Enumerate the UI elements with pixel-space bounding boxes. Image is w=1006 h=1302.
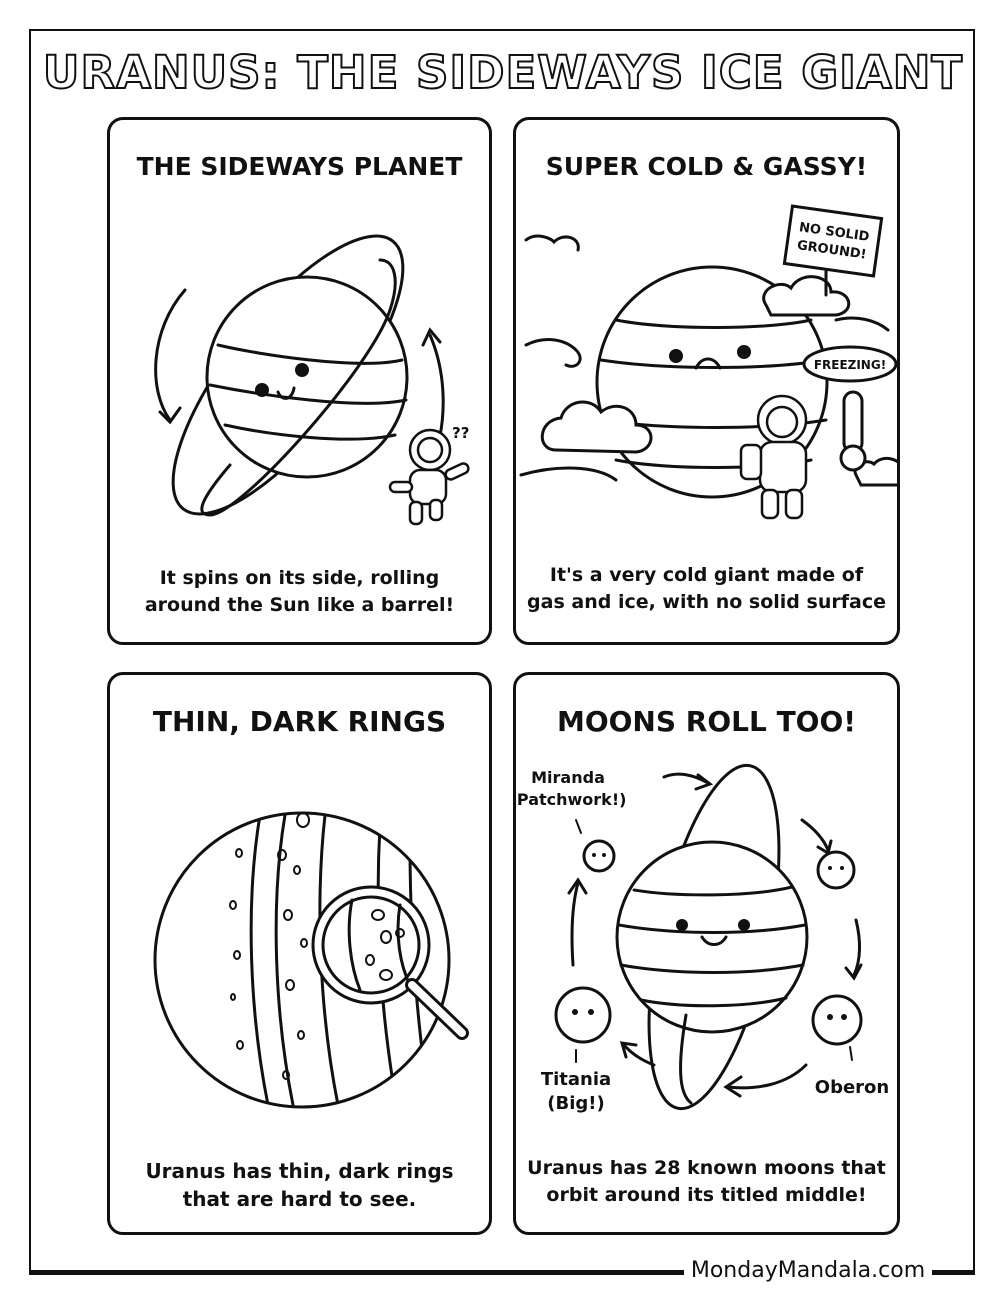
- cloud: [524, 234, 580, 252]
- wind-swirl: [519, 466, 618, 482]
- orbit-arrowhead: [567, 877, 588, 895]
- orbit-arrowhead: [816, 839, 833, 856]
- planet-band: [216, 343, 404, 365]
- planet-ring-front: [679, 1013, 693, 1105]
- caption-line: gas and ice, with no solid surface: [527, 591, 886, 613]
- planet-band: [223, 423, 397, 441]
- caption-line: that are hard to see.: [182, 1187, 417, 1211]
- dark-rings-illustration: [153, 811, 469, 1109]
- panel-heading: MOONS ROLL TOO!: [556, 705, 857, 738]
- planet-face: [676, 919, 750, 946]
- page-title: URANUS: THE SIDEWAYS ICE GIANT: [42, 45, 964, 100]
- orbit-arrow: [570, 881, 580, 967]
- caption-line: around the Sun like a barrel!: [144, 594, 455, 616]
- planet-band: [599, 358, 828, 369]
- orbit-arrow: [852, 918, 861, 977]
- orbit-arrow: [800, 818, 830, 852]
- shivering-astronaut: [739, 394, 808, 520]
- orbit-arrowhead: [619, 1041, 638, 1059]
- sideways-planet-illustration: ??: [154, 234, 470, 526]
- miranda-sublabel: (Patchwork!): [516, 790, 626, 809]
- orbit-arrowhead: [723, 1075, 743, 1098]
- caption-line: orbit around its titled middle!: [546, 1184, 867, 1206]
- uranus-planet: [615, 840, 809, 1034]
- rotation-arrowhead: [158, 406, 182, 425]
- pointer-arrow: [575, 819, 582, 834]
- titania-sublabel: (Big!): [547, 1093, 604, 1114]
- brand-credit: MondayMandala.com: [684, 1256, 932, 1286]
- moons-illustration: Miranda (Patchwork!) Titania (Big!) Ober…: [516, 763, 889, 1114]
- floating-astronaut: [388, 428, 470, 526]
- caption-line: Uranus has 28 known moons that: [527, 1157, 886, 1179]
- speech-bubble: [802, 345, 897, 383]
- panel-moons-roll: MOONS ROLL TOO!: [513, 672, 900, 1235]
- panel-caption: It's a very cold giant made of gas and i…: [516, 562, 897, 616]
- moon-faces: [572, 853, 847, 1020]
- panel-cold-and-gassy: SUPER COLD & GASSY!: [513, 117, 900, 645]
- planet-band: [619, 963, 805, 974]
- panel-caption: Uranus has 28 known moons that orbit aro…: [516, 1155, 897, 1209]
- thermometer-icon: [842, 390, 864, 454]
- panel-heading: SUPER COLD & GASSY!: [545, 152, 868, 181]
- footer-rule: [29, 1270, 975, 1273]
- uranus-planet: [205, 275, 409, 479]
- cloud: [762, 275, 850, 317]
- caption-line: It spins on its side, rolling: [159, 567, 440, 589]
- panel-caption: It spins on its side, rolling around the…: [110, 565, 489, 619]
- wind-swirl: [834, 316, 890, 332]
- no-solid-ground-sign: [782, 204, 884, 278]
- miranda-label: Miranda: [531, 768, 605, 787]
- moon-miranda: [582, 839, 616, 873]
- page-border: [29, 29, 975, 1275]
- planet-band: [614, 318, 813, 329]
- oberon-label: Oberon: [815, 1077, 889, 1098]
- cold-planet-illustration: NO SOLID GROUND! FREEZING!: [519, 204, 897, 520]
- cloud: [540, 400, 653, 454]
- ring-particles: [229, 812, 310, 1080]
- planet-band: [617, 923, 807, 934]
- panel-heading: THIN, DARK RINGS: [152, 705, 447, 738]
- speech-label: FREEZING!: [814, 358, 886, 372]
- titania-label: Titania: [541, 1069, 611, 1090]
- orbit-arrow: [622, 1043, 656, 1067]
- pointer-arrow: [849, 1046, 853, 1061]
- rotation-arrowhead: [421, 327, 442, 347]
- planet-band: [208, 383, 408, 405]
- panel-caption: Uranus has thin, dark rings that are har…: [110, 1157, 489, 1213]
- caption-line: It's a very cold giant made of: [549, 564, 864, 586]
- wind-swirl: [524, 338, 582, 368]
- moon-oberon: [811, 994, 863, 1046]
- caption-line: Uranus has thin, dark rings: [145, 1159, 454, 1183]
- astronaut-question-label: ??: [452, 424, 469, 442]
- orbit-arrow: [726, 1063, 808, 1090]
- planet-band: [632, 885, 794, 897]
- planet-face: [669, 345, 751, 370]
- panel-heading: THE SIDEWAYS PLANET: [136, 152, 463, 181]
- moon-titania: [554, 986, 612, 1044]
- planet-face: [255, 363, 309, 400]
- orbit-arrowhead: [844, 963, 863, 981]
- moon-icon: [816, 850, 856, 890]
- panel-dark-rings: THIN, DARK RINGS: [107, 672, 492, 1235]
- panel-sideways-planet: THE SIDEWAYS PLANET: [107, 117, 492, 645]
- rotation-arrow: [154, 288, 187, 422]
- orbit-arrowhead: [694, 773, 714, 791]
- planet-band: [639, 996, 788, 1008]
- ring-front: [200, 258, 397, 517]
